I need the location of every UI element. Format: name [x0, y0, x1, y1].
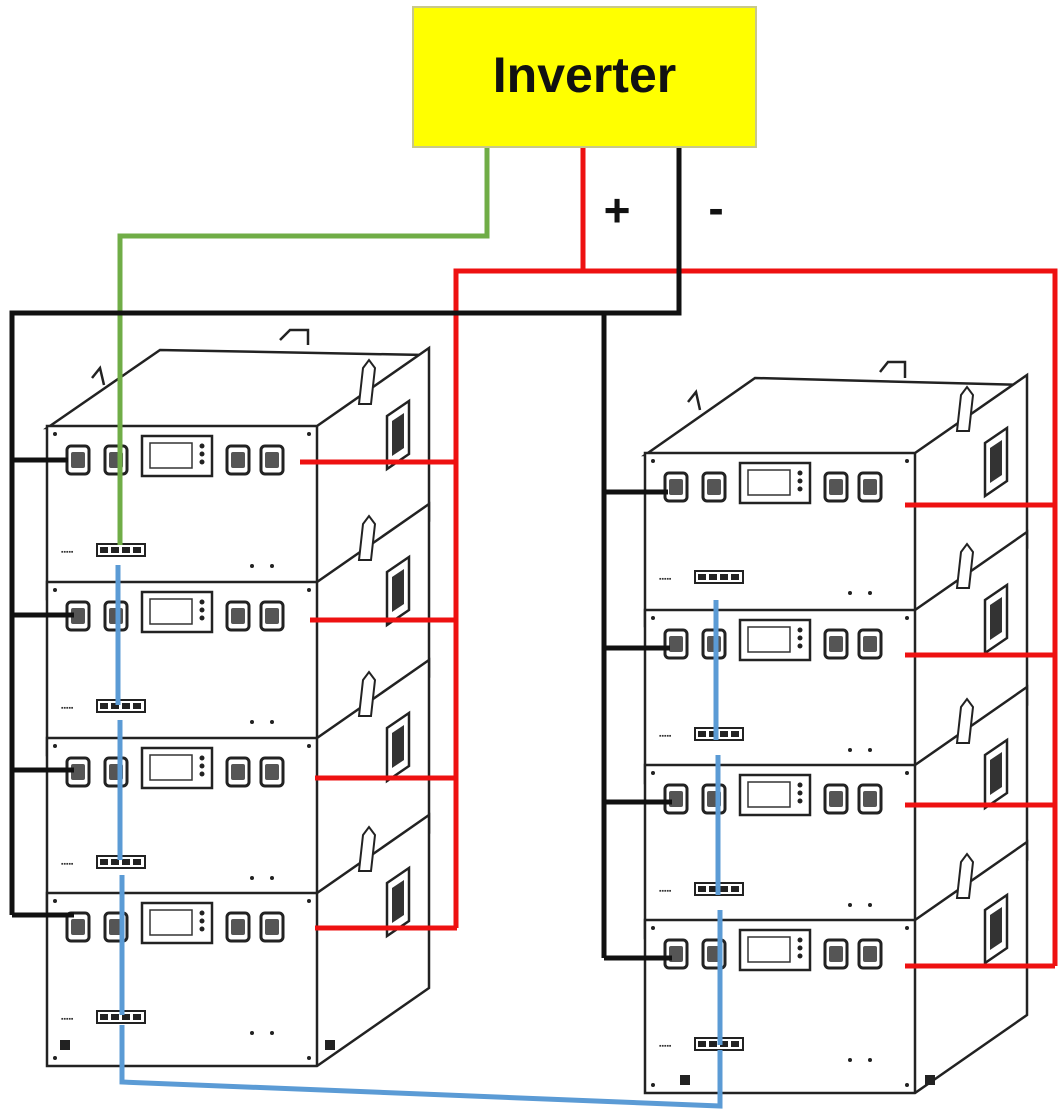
inverter-communication-wire — [117, 147, 490, 545]
negative-label: - — [708, 182, 723, 234]
left-battery-stack — [43, 328, 431, 1068]
positive-label: + — [604, 184, 631, 236]
positive-main-wire — [580, 147, 1058, 966]
inverter-box: Inverter — [412, 6, 757, 148]
inverter-label: Inverter — [493, 47, 676, 103]
communication-link-wire — [119, 1025, 723, 1109]
right-battery-stack — [641, 360, 1029, 1095]
positive-left-bus — [453, 268, 583, 928]
